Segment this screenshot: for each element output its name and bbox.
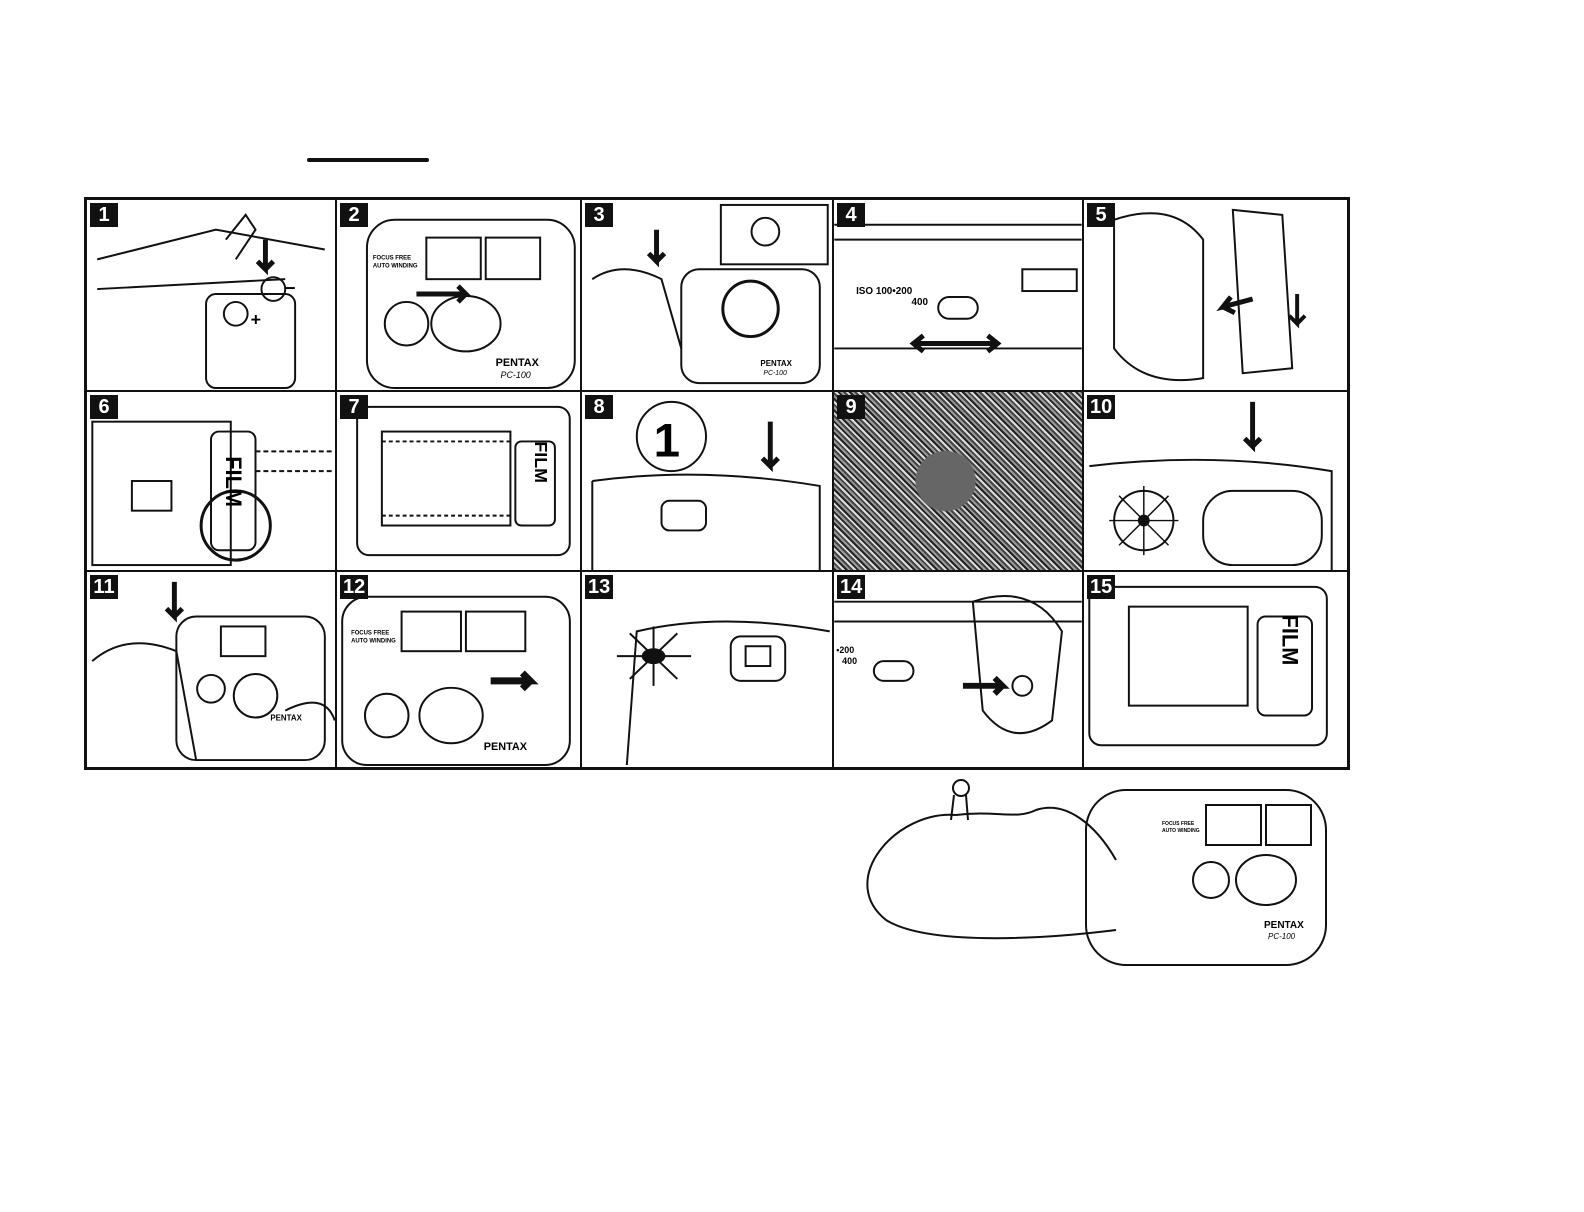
film-insert-illustration: FILM	[87, 392, 335, 570]
hold-camera-illustration: PENTAX	[87, 572, 335, 767]
brand-text: PENTAX	[1264, 920, 1304, 931]
rewind-button-illustration: •200 400	[834, 572, 1082, 767]
film-label: FILM	[221, 456, 246, 507]
iso-label: ISO 100•200	[856, 286, 913, 297]
step-panel-3: 3 PENTAX PC-100	[581, 199, 833, 391]
camera-front-illustration: FOCUS FREE AUTO WINDING PENTAX PC-100	[337, 200, 580, 390]
header-rule	[307, 158, 429, 162]
step-number: 15	[1087, 575, 1115, 599]
step-number: 13	[585, 575, 613, 599]
plus-label: +	[251, 310, 261, 330]
step-number: 7	[340, 395, 368, 419]
instruction-grid: 1 + − 2 FOCUS FREE AUT	[84, 197, 1350, 770]
step-number: 5	[1087, 203, 1115, 227]
film-label: FILM	[1277, 615, 1302, 666]
step-panel-6: 6 FILM	[86, 391, 336, 571]
step-number: 3	[585, 203, 613, 227]
step-panel-1: 1 + −	[86, 199, 336, 391]
iso-400-label: 400	[842, 656, 857, 666]
iso-200-label: •200	[836, 645, 854, 655]
step-number: 2	[340, 203, 368, 227]
film-loaded-illustration: FILM	[337, 392, 580, 570]
model-text: PC-100	[763, 370, 787, 377]
minus-label: −	[285, 278, 295, 298]
focus-free-text: FOCUS FREE	[373, 255, 411, 261]
frame-count-label: 1	[654, 414, 680, 467]
camera-with-strap-drawing: FOCUS FREE AUTO WINDING PENTAX PC-100	[856, 770, 1336, 970]
brand-text: PENTAX	[270, 713, 302, 722]
step-panel-14: 14 •200 400	[833, 571, 1083, 768]
brand-text: PENTAX	[760, 359, 792, 368]
step-panel-5: 5	[1083, 199, 1348, 391]
step-panel-2: 2 FOCUS FREE AUTO WINDING PENTAX PC-100	[336, 199, 581, 391]
step-number: 4	[837, 203, 865, 227]
step-number: 14	[837, 575, 865, 599]
focus-free-text: FOCUS FREE	[351, 630, 389, 636]
auto-winding-text: AUTO WINDING	[351, 638, 396, 644]
frame-counter-illustration: 1	[582, 392, 832, 570]
brand-text: PENTAX	[484, 741, 528, 753]
step-panel-10: 10	[1083, 391, 1348, 571]
step-number: 8	[585, 395, 613, 419]
step-number: 1	[90, 203, 118, 227]
step-panel-7: 7 FILM	[336, 391, 581, 571]
auto-winding-text: AUTO WINDING	[373, 263, 418, 269]
focus-free-text: FOCUS FREE	[1162, 821, 1195, 827]
step-panel-15: 15 FILM	[1083, 571, 1348, 768]
step-panel-8: 8 1	[581, 391, 833, 571]
shutter-release-illustration	[1084, 392, 1347, 570]
film-rewound-illustration: FILM	[1084, 572, 1347, 767]
battery-insert-illustration: + −	[87, 200, 335, 390]
step-panel-4: 4 ISO 100•200 400	[833, 199, 1083, 391]
brand-text: PENTAX	[496, 357, 540, 369]
auto-winding-text: AUTO WINDING	[1162, 828, 1200, 834]
back-cover-open-illustration	[1084, 200, 1347, 390]
rewind-switch-illustration: FOCUS FREE AUTO WINDING PENTAX	[337, 572, 580, 767]
indicator-lamp-illustration	[582, 572, 832, 767]
step-panel-12: 12 FOCUS FREE AUTO WINDING PENTAX	[336, 571, 581, 768]
iso-switch-illustration: ISO 100•200 400	[834, 200, 1082, 390]
step-number: 10	[1087, 395, 1115, 419]
step-panel-11: 11 PENTAX	[86, 571, 336, 768]
step-number: 12	[340, 575, 368, 599]
viewfinder-press-illustration: PENTAX PC-100	[582, 200, 832, 390]
step-number: 9	[837, 395, 865, 419]
step-panel-13: 13	[581, 571, 833, 768]
strap-attachment-illustration: FOCUS FREE AUTO WINDING PENTAX PC-100	[856, 770, 1336, 970]
step-number: 11	[90, 575, 118, 599]
iso-400-label: 400	[911, 297, 928, 308]
step-panel-9: 9	[833, 391, 1083, 571]
film-label: FILM	[531, 441, 551, 482]
child-photo	[834, 392, 1082, 570]
step-number: 6	[90, 395, 118, 419]
model-text: PC-100	[501, 370, 531, 380]
model-text: PC-100	[1268, 932, 1296, 941]
